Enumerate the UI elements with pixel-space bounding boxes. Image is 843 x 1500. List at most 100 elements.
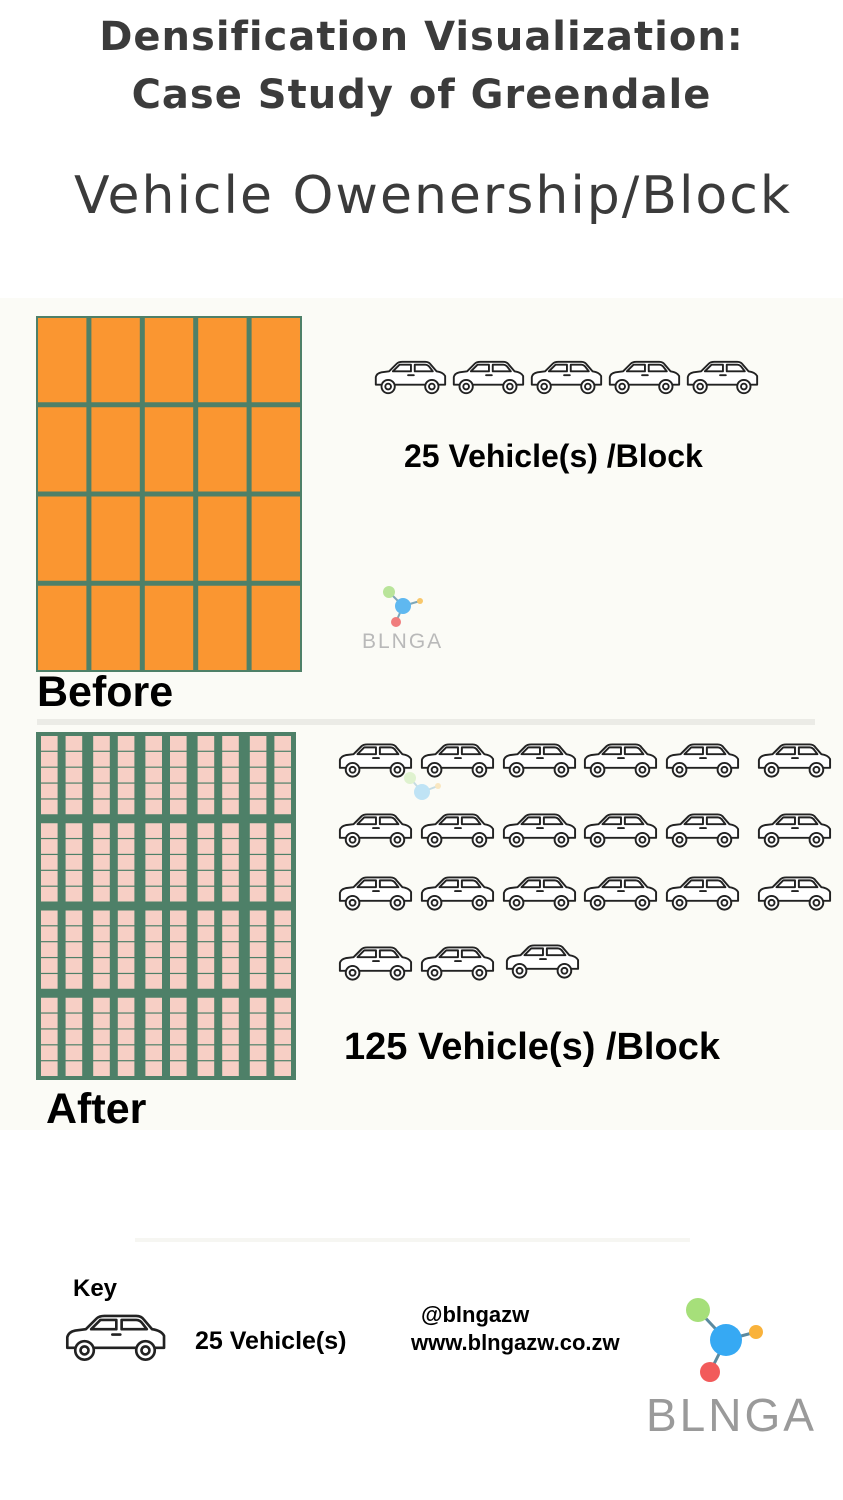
dwelling-unit (41, 799, 58, 815)
dwelling-unit (117, 958, 135, 973)
dwelling-unit (170, 767, 187, 783)
dwelling-unit (222, 1029, 239, 1045)
dwelling-unit (41, 1029, 58, 1045)
contact-website[interactable]: www.blngazw.co.zw (411, 1330, 620, 1355)
dwelling-unit (41, 855, 58, 870)
dwelling-unit (93, 839, 110, 854)
dwelling-unit (93, 1061, 110, 1076)
dwelling-unit (222, 799, 239, 815)
dwelling-unit (197, 870, 215, 886)
blnga-logo-text: BLNGA (646, 1389, 817, 1441)
dwelling-unit (117, 751, 135, 767)
dwelling-unit (117, 767, 135, 783)
dwelling-unit (65, 783, 83, 799)
dwelling-unit (249, 870, 267, 886)
car-icon (581, 740, 659, 782)
dwelling-unit (222, 1013, 239, 1029)
dwelling-unit (65, 1045, 83, 1061)
dwelling-unit (197, 751, 215, 767)
watermark-logo-1: BLNGA (360, 584, 450, 654)
dwelling-unit (65, 1061, 83, 1076)
dwelling-unit (117, 910, 135, 926)
dwelling-unit (93, 910, 110, 926)
dwelling-unit (222, 783, 239, 799)
dwelling-unit (117, 926, 135, 942)
dwelling-unit (222, 886, 239, 902)
dwelling-unit (93, 736, 110, 751)
dwelling-unit (170, 942, 187, 957)
dwelling-unit (274, 1061, 291, 1076)
before-block-grid (36, 316, 302, 672)
dwelling-unit (117, 783, 135, 799)
dwelling-unit (93, 974, 110, 989)
dwelling-unit (93, 767, 110, 783)
dwelling-unit (93, 870, 110, 886)
dwelling-unit (249, 910, 267, 926)
blnga-logo: BLNGA (640, 1296, 830, 1446)
dwelling-unit (65, 870, 83, 886)
plot-cell (144, 585, 194, 670)
dwelling-unit (41, 870, 58, 886)
dwelling-unit (274, 958, 291, 973)
dwelling-unit (249, 767, 267, 783)
dwelling-unit (249, 1013, 267, 1029)
dwelling-unit (274, 751, 291, 767)
dwelling-unit (145, 1029, 162, 1045)
dwelling-unit (197, 855, 215, 870)
dwelling-unit (170, 1045, 187, 1061)
dwelling-unit (197, 1045, 215, 1061)
dwelling-unit (274, 736, 291, 751)
dwelling-unit (93, 799, 110, 815)
dwelling-unit (222, 910, 239, 926)
dwelling-unit (222, 751, 239, 767)
dwelling-unit (41, 1061, 58, 1076)
dwelling-unit (197, 1029, 215, 1045)
dwelling-unit (65, 886, 83, 902)
dwelling-unit (41, 926, 58, 942)
car-icon (418, 873, 496, 915)
car-icon (450, 358, 526, 398)
dwelling-unit (222, 839, 239, 854)
before-label: Before (37, 668, 174, 716)
dwelling-unit (274, 997, 291, 1013)
dwelling-unit (170, 870, 187, 886)
dwelling-unit (41, 767, 58, 783)
car-icon (336, 810, 414, 852)
car-icon (606, 358, 682, 398)
key-label: Key (73, 1275, 118, 1302)
dwelling-unit (93, 823, 110, 838)
dwelling-unit (274, 974, 291, 989)
dwelling-unit (197, 926, 215, 942)
dwelling-unit (145, 767, 162, 783)
car-icon (755, 740, 833, 782)
dwelling-unit (197, 839, 215, 854)
car-icon (500, 873, 578, 915)
dwelling-unit (197, 997, 215, 1013)
car-icon (336, 740, 414, 782)
dwelling-unit (145, 974, 162, 989)
dwelling-unit (65, 823, 83, 838)
dwelling-unit (170, 1013, 187, 1029)
dwelling-unit (222, 1045, 239, 1061)
plot-cell (91, 496, 140, 581)
dwelling-unit (145, 799, 162, 815)
dwelling-unit (222, 974, 239, 989)
car-icon (755, 873, 833, 915)
dwelling-unit (222, 997, 239, 1013)
plot-cell (38, 407, 87, 492)
plot-cell (38, 585, 87, 670)
title-line-2: Case Study of Greendale (131, 72, 712, 118)
car-icon (336, 873, 414, 915)
dwelling-unit (197, 799, 215, 815)
plot-cell (91, 585, 140, 670)
car-icon (418, 943, 496, 985)
dwelling-unit (197, 1013, 215, 1029)
car-icon (684, 358, 760, 398)
dwelling-unit (222, 958, 239, 973)
dwelling-unit (249, 736, 267, 751)
dwelling-unit (170, 910, 187, 926)
dwelling-unit (65, 1013, 83, 1029)
dwelling-unit (274, 1029, 291, 1045)
dwelling-unit (145, 1045, 162, 1061)
title-line-1: Densification Visualization: (99, 14, 744, 60)
